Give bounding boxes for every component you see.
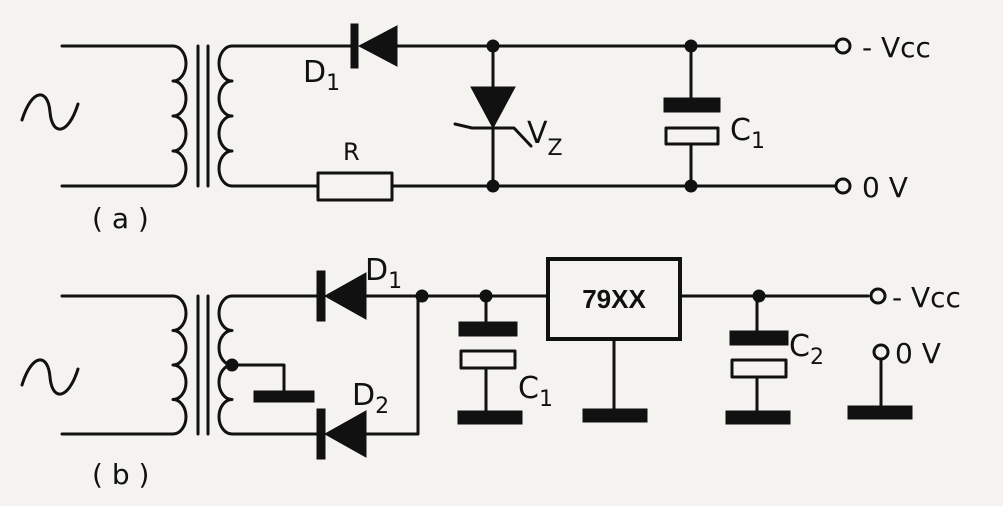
label-0v-a: 0 V	[862, 171, 908, 204]
label-circuit-a: ( a )	[92, 202, 149, 235]
resistor-r-a	[316, 171, 394, 202]
junction-dot	[486, 179, 500, 193]
junction-dot	[752, 289, 766, 303]
label-vz-a: VZ	[527, 116, 563, 161]
circuit-a: D1 R VZ C1 - Vcc 0 V ( a )	[20, 23, 931, 235]
transformer-a	[60, 44, 234, 188]
label-c1-a: C1	[730, 113, 765, 154]
label-d2-b: D2	[352, 378, 389, 419]
circuit-b: 79XX D1 D2 C1 C2 - Vcc 0 V ( b )	[20, 253, 961, 491]
label-0v-b: 0 V	[895, 337, 941, 370]
ground-ct-b	[253, 390, 315, 403]
diode-d1-a	[350, 23, 398, 69]
label-neg-vcc-a: - Vcc	[862, 31, 931, 64]
ground-0v-b	[847, 405, 913, 420]
label-c2-b: C2	[789, 329, 824, 370]
regulator-79xx: 79XX	[546, 257, 682, 423]
junction-dot	[684, 179, 698, 193]
ac-source-b-icon	[20, 358, 80, 396]
junction-dot	[486, 39, 500, 53]
diode-d2-b	[316, 408, 367, 460]
transformer-b	[60, 294, 234, 436]
terminal-neg-vcc-a	[834, 37, 852, 55]
diode-d1-b	[316, 270, 367, 322]
label-d1-a: D1	[303, 55, 340, 96]
junction-dot	[684, 39, 698, 53]
label-d1-b: D1	[365, 253, 402, 294]
junction-dot	[479, 289, 493, 303]
terminal-0v-a	[834, 177, 852, 195]
zener-diode-a	[453, 44, 533, 188]
capacitor-c1-b	[457, 294, 523, 425]
terminal-0v-b	[872, 343, 890, 361]
junction-dot	[415, 289, 429, 303]
label-r-a: R	[343, 138, 360, 166]
ac-source-a-icon	[20, 93, 80, 131]
label-circuit-b: ( b )	[92, 458, 149, 491]
capacitor-c1-a	[663, 44, 721, 188]
terminal-neg-vcc-b	[869, 287, 887, 305]
capacitor-c2-b	[725, 294, 791, 425]
label-c1-b: C1	[518, 371, 553, 412]
junction-dot	[225, 358, 239, 372]
label-neg-vcc-b: - Vcc	[892, 281, 961, 314]
regulator-label: 79XX	[582, 284, 646, 314]
